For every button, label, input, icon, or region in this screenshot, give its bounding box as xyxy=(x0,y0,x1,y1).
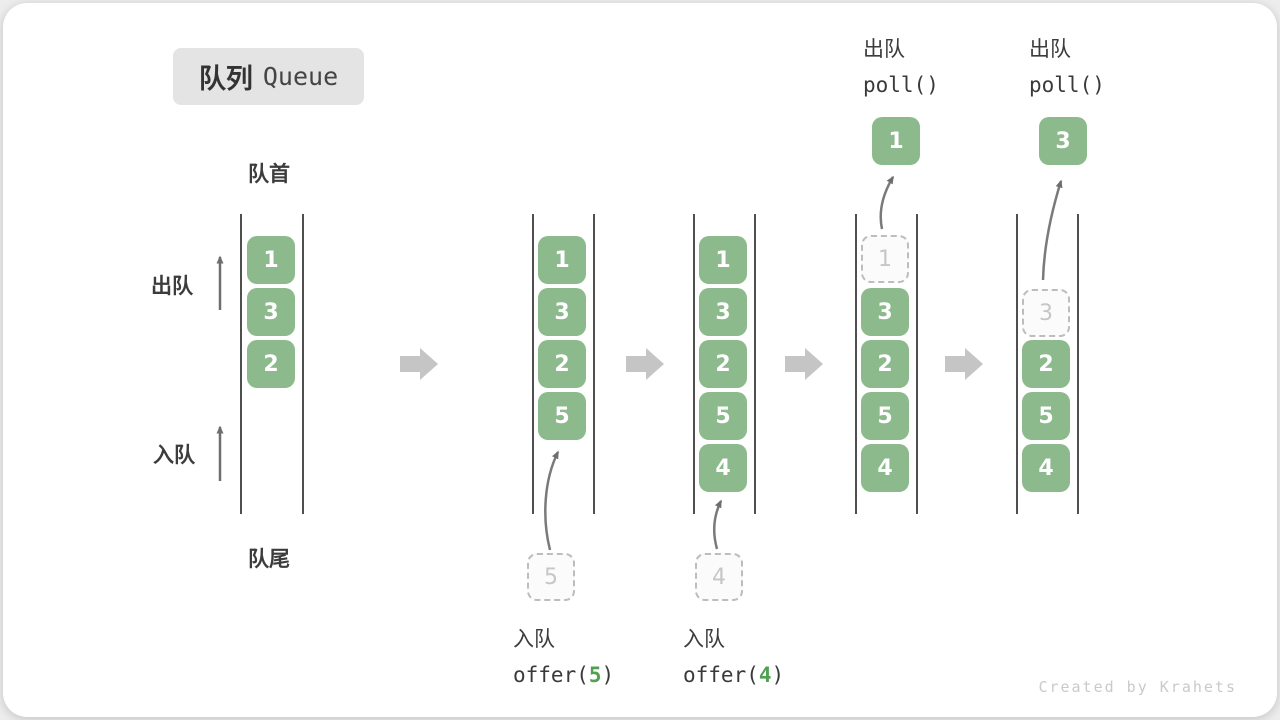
queue-diagram: 队列 Queue 队首 队尾 出队 入队 1 3 2 1 3 2 5 5 1 3… xyxy=(3,3,1277,717)
code-text: ) xyxy=(601,663,615,687)
queue-cell: 3 xyxy=(861,288,909,336)
code-arg: 4 xyxy=(758,663,772,687)
queue-cell: 3 xyxy=(247,288,295,336)
queue-cell: 5 xyxy=(861,392,909,440)
title-badge: 队列 Queue xyxy=(173,48,364,105)
queue-wall xyxy=(593,214,595,514)
op-enqueue-4-label: 入队 xyxy=(683,627,725,651)
op-enqueue-5-label: 入队 xyxy=(513,627,555,651)
watermark: Created by Krahets xyxy=(1038,678,1237,696)
op-enqueue-5: 入队 offer(5) xyxy=(513,623,614,687)
flow-arrow-4-icon xyxy=(945,348,983,380)
queue-wall xyxy=(240,214,242,514)
enqueue-4-arrow-icon xyxy=(712,499,723,550)
code-text: offer( xyxy=(513,663,589,687)
queue-wall xyxy=(855,214,857,514)
diagram-card: 队列 Queue 队首 队尾 出队 入队 1 3 2 1 3 2 5 5 1 3… xyxy=(3,3,1277,717)
code-text: ) xyxy=(771,663,785,687)
title-en: Queue xyxy=(262,62,339,91)
op-poll-2-code: poll() xyxy=(1029,73,1105,97)
queue-wall xyxy=(302,214,304,514)
removed-cell: 1 xyxy=(861,235,909,283)
queue-cell: 3 xyxy=(538,288,586,336)
queue-wall xyxy=(1077,214,1079,514)
queue-rear-label: 队尾 xyxy=(248,547,290,571)
op-enqueue-4-code: offer(4) xyxy=(683,663,784,687)
op-enqueue-5-code: offer(5) xyxy=(513,663,614,687)
queue-cell: 2 xyxy=(699,340,747,388)
queue-cell: 3 xyxy=(699,288,747,336)
queue-cell: 1 xyxy=(247,236,295,284)
queue-cell: 5 xyxy=(1022,392,1070,440)
pending-enqueue-cell: 5 xyxy=(527,553,575,601)
dequeue-side-label: 出队 xyxy=(151,274,193,298)
op-poll-2: 出队 poll() xyxy=(1029,33,1105,97)
title-zh: 队列 xyxy=(198,64,253,95)
queue-cell: 5 xyxy=(538,392,586,440)
flow-arrow-3-icon xyxy=(785,348,823,380)
enqueue-side-label: 入队 xyxy=(153,443,195,467)
arrow-layer xyxy=(216,175,1063,551)
enqueue-5-arrow-icon xyxy=(544,450,560,551)
op-poll-1-label: 出队 xyxy=(863,37,905,61)
queue-front-label: 队首 xyxy=(248,162,290,186)
queue-cell: 1 xyxy=(538,236,586,284)
code-arg: 5 xyxy=(588,663,602,687)
queue-cell: 4 xyxy=(699,444,747,492)
pending-enqueue-cell: 4 xyxy=(695,553,743,601)
queue-cell: 4 xyxy=(1022,444,1070,492)
queue-wall xyxy=(532,214,534,514)
queue-cell: 2 xyxy=(247,340,295,388)
polled-value-cell: 3 xyxy=(1039,117,1087,165)
op-enqueue-4: 入队 offer(4) xyxy=(683,623,784,687)
queue-cell: 2 xyxy=(1022,340,1070,388)
queue-cell: 4 xyxy=(861,444,909,492)
polled-value-cell: 1 xyxy=(872,117,920,165)
queue-wall xyxy=(916,214,918,514)
queue-wall xyxy=(1016,214,1018,514)
queue-cell: 5 xyxy=(699,392,747,440)
flow-arrow-2-icon xyxy=(626,348,664,380)
queue-wall xyxy=(693,214,695,514)
queue-wall xyxy=(754,214,756,514)
flow-arrow-1-icon xyxy=(400,348,438,380)
poll-1-arrow-icon xyxy=(879,175,895,230)
op-poll-2-label: 出队 xyxy=(1029,37,1071,61)
code-text: offer( xyxy=(683,663,759,687)
queue-cell: 2 xyxy=(861,340,909,388)
op-poll-1-code: poll() xyxy=(863,73,939,97)
queue-cell: 1 xyxy=(699,236,747,284)
removed-cell: 3 xyxy=(1022,289,1070,337)
queue-cell: 2 xyxy=(538,340,586,388)
poll-3-arrow-icon xyxy=(1041,179,1063,281)
op-poll-1: 出队 poll() xyxy=(863,33,939,97)
